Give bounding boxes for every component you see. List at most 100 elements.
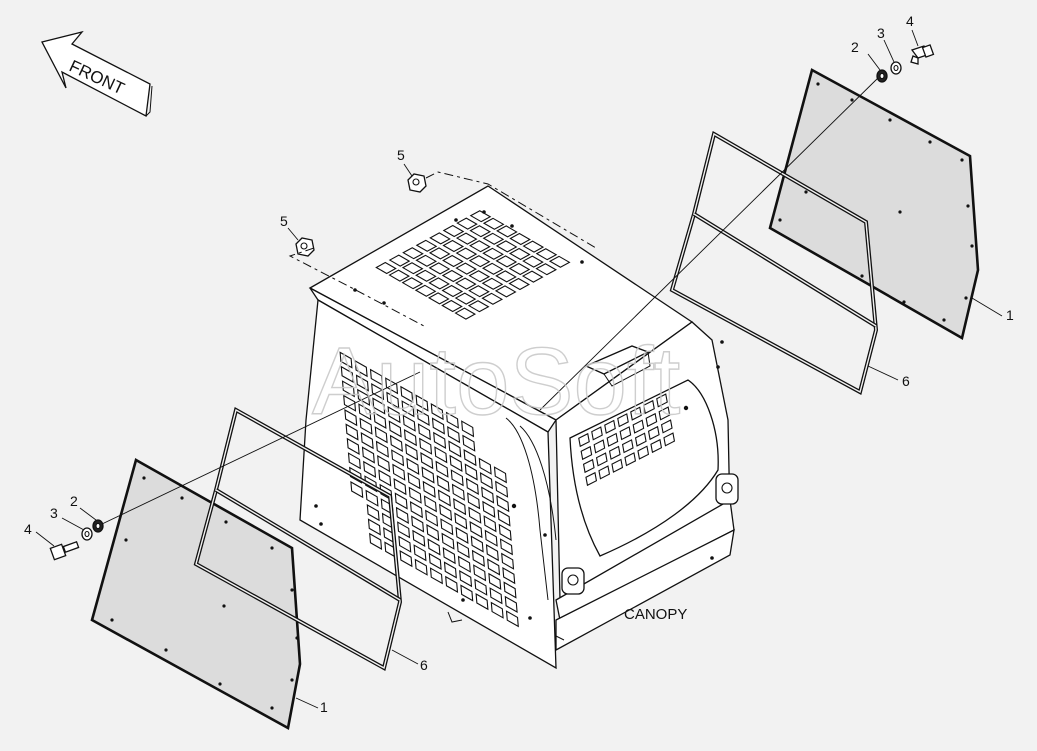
screen-hole — [425, 509, 439, 527]
screen-hole — [372, 397, 386, 415]
screen-hole — [428, 262, 451, 275]
screen-hole — [469, 520, 483, 539]
screen-hole — [454, 307, 477, 320]
callout-panel-left: 1 — [320, 699, 328, 715]
hinge-right — [715, 473, 739, 505]
screen-hole — [437, 489, 451, 507]
screen-hole — [431, 417, 445, 435]
screen-hole — [405, 443, 419, 461]
screen-hole — [495, 255, 518, 268]
screen-hole — [375, 261, 397, 275]
screen-hole — [508, 277, 531, 291]
screen-hole — [632, 419, 645, 434]
screen-hole — [440, 518, 454, 536]
lockwasher-left — [81, 527, 93, 541]
screen-hole — [595, 452, 608, 467]
screen-hole — [399, 549, 413, 568]
screen-hole — [339, 351, 353, 369]
screen-hole — [495, 480, 509, 498]
screen-hole — [535, 248, 558, 261]
screen-hole — [457, 555, 471, 573]
screen-hole — [365, 489, 379, 507]
screen-hole — [435, 460, 449, 478]
screen-hole — [454, 512, 468, 530]
seal-right — [669, 130, 879, 395]
screen-hole — [464, 463, 478, 481]
screen-hole — [474, 578, 488, 596]
screen-hole — [619, 426, 632, 441]
screen-hole — [388, 254, 411, 267]
screen-hole — [374, 426, 388, 444]
screen-hole — [434, 446, 448, 464]
screen-hole — [498, 523, 512, 542]
screen-hole — [487, 558, 501, 576]
screen-hole — [441, 284, 464, 298]
screen-hole — [660, 419, 673, 434]
washer-left — [92, 519, 104, 533]
screen-hole — [455, 247, 478, 260]
screen-hole — [624, 452, 637, 467]
callout-seal-left: 6 — [420, 657, 428, 673]
screen-hole — [350, 480, 364, 499]
screen-hole — [604, 419, 616, 434]
screen-hole — [454, 277, 477, 290]
screen-hole — [436, 474, 450, 493]
screen-hole — [415, 239, 438, 252]
screen-hole — [497, 509, 511, 527]
hinge-left — [561, 567, 585, 595]
window-panel-left — [90, 458, 302, 731]
screen-hole — [447, 425, 461, 444]
screen-hole — [389, 434, 403, 453]
screen-hole — [481, 277, 504, 290]
screen-hole — [416, 408, 430, 427]
screen-hole — [502, 566, 516, 585]
screen-hole — [489, 587, 503, 605]
callout-panel-right: 1 — [1006, 307, 1014, 323]
screen-hole — [414, 284, 437, 297]
side-screen — [339, 351, 519, 628]
screen-hole — [358, 403, 372, 421]
screen-hole — [465, 477, 479, 496]
screen-hole — [494, 285, 517, 298]
screen-hole — [442, 224, 465, 238]
screen-hole — [467, 300, 490, 313]
callout-lockwasher-left: 3 — [50, 505, 58, 521]
screen-hole — [403, 428, 417, 447]
screen-hole — [375, 440, 389, 458]
screen-hole — [470, 535, 484, 553]
screen-hole — [535, 263, 558, 276]
washer-right — [876, 69, 888, 83]
screen-hole — [413, 544, 427, 562]
screen-hole — [468, 285, 490, 298]
screen-hole — [442, 546, 456, 565]
screen-hole — [427, 292, 450, 305]
screen-hole — [391, 449, 405, 467]
screen-hole — [548, 255, 571, 268]
screen-hole — [408, 486, 422, 504]
screen-hole — [647, 425, 660, 441]
callout-nut-lower: 5 — [280, 213, 288, 229]
screen-hole — [394, 492, 408, 510]
screen-hole — [429, 567, 443, 585]
screen-hole — [582, 458, 595, 474]
screen-hole — [409, 500, 423, 519]
assembly-lines — [101, 77, 879, 641]
screen-hole — [484, 529, 498, 547]
screen-hole — [429, 232, 451, 245]
callout-bolt-left: 4 — [24, 521, 32, 537]
screen-hole — [387, 405, 401, 424]
screen-hole — [441, 532, 455, 550]
screen-hole — [454, 292, 477, 305]
window-panel-right — [768, 68, 980, 340]
screen-hole — [412, 529, 426, 548]
screen-hole — [522, 255, 544, 268]
screen-hole — [441, 269, 464, 283]
screen-hole — [398, 535, 412, 553]
screen-hole — [346, 437, 360, 456]
screen-hole — [450, 469, 464, 487]
screen-hole — [656, 393, 668, 408]
screen-hole — [355, 374, 369, 392]
screen-hole — [467, 492, 481, 510]
screen-hole — [373, 411, 387, 430]
